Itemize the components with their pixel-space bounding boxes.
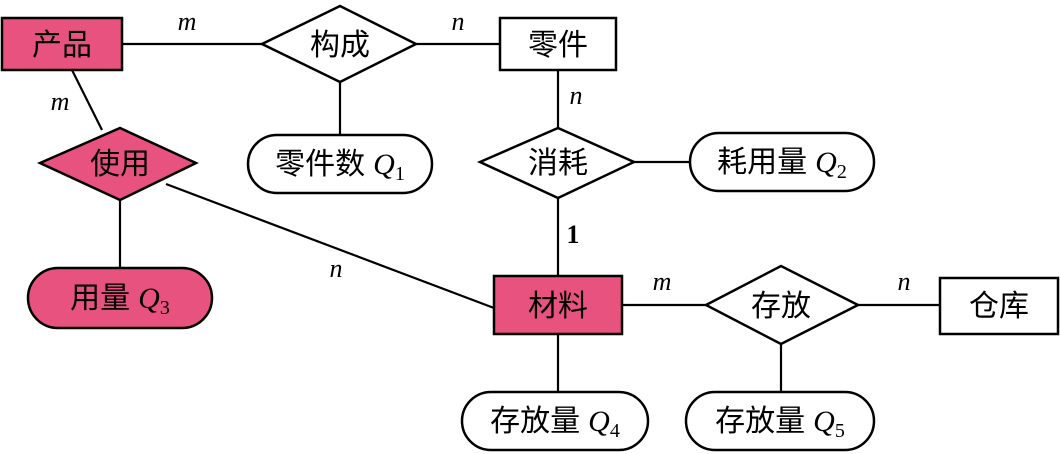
relationship-store-label: 存放 — [751, 289, 811, 324]
attribute-part-count-pill — [246, 133, 434, 195]
relationship-use-label: 使用 — [90, 147, 150, 182]
cardinality-material-store: m — [653, 267, 672, 296]
relationship-compose-label: 构成 — [310, 28, 370, 63]
cardinality-product-use: m — [51, 87, 70, 116]
connectors — [71, 42, 940, 392]
cardinality-store-warehouse: n — [898, 267, 911, 296]
cardinality-part-consume: n — [570, 81, 583, 110]
relationship-use[interactable]: 使用 — [36, 126, 199, 202]
relationship-consume-diamond — [476, 126, 637, 200]
cardinality-compose-part: n — [452, 7, 465, 36]
entity-part[interactable]: 零件 — [498, 16, 618, 72]
relationship-use-diamond — [36, 126, 199, 202]
cardinality-use-material: n — [330, 254, 343, 283]
attribute-usage-pill — [26, 266, 214, 330]
cardinality-labels: m n m n 1 n m n — [51, 7, 911, 296]
entity-material-box — [492, 274, 624, 336]
cardinality-product-compose: m — [178, 7, 197, 36]
entity-part-box — [498, 16, 618, 72]
entity-product-label: 产品 — [32, 28, 92, 63]
entity-material-label: 材料 — [528, 289, 588, 324]
attribute-consumption-pill — [688, 131, 876, 193]
cardinality-consume-material: 1 — [567, 220, 580, 249]
attribute-storage-qty-b-pill — [684, 390, 876, 452]
relationship-compose-diamond — [259, 4, 419, 84]
relationship-consume-label: 消耗 — [528, 146, 588, 181]
entity-product-box — [0, 16, 124, 72]
entity-warehouse-box — [938, 276, 1060, 336]
relationship-store[interactable]: 存放 — [703, 264, 861, 346]
relationship-consume[interactable]: 消耗 — [476, 126, 637, 200]
attribute-storage-qty-a-pill — [460, 390, 650, 452]
relationship-store-diamond — [703, 264, 861, 346]
entity-material[interactable]: 材料 — [492, 274, 624, 336]
entity-part-label: 零件 — [528, 28, 588, 63]
entity-product[interactable]: 产品 — [0, 16, 124, 72]
relationship-compose[interactable]: 构成 — [259, 4, 419, 84]
entity-warehouse[interactable]: 仓库 — [938, 276, 1060, 336]
entity-warehouse-label: 仓库 — [969, 289, 1029, 324]
